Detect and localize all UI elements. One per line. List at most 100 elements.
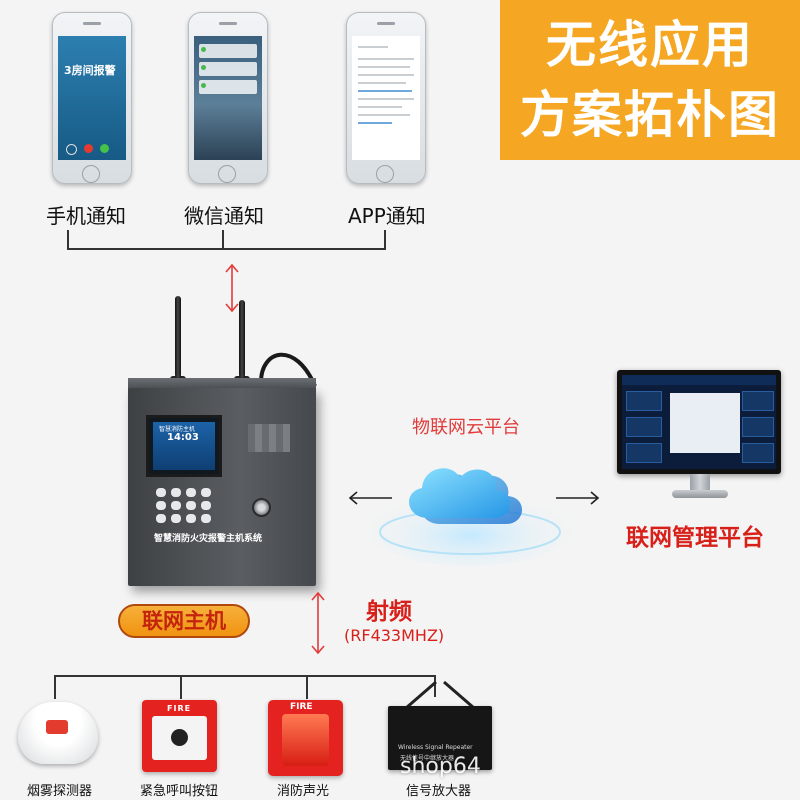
label-signal-repeater: 信号放大器: [406, 780, 471, 799]
keypad-key: [201, 514, 211, 523]
arrow-right-icon: [552, 488, 602, 508]
monitor-panel: [742, 391, 774, 411]
phone-wechat-screen: [194, 36, 262, 160]
keypad-key: [171, 488, 181, 497]
repeater-antenna-icon: [398, 676, 482, 710]
wechat-icon: [201, 47, 206, 52]
banner-title-line2: 方案拓朴图: [500, 90, 800, 140]
app-message-line: [358, 46, 388, 48]
keypad-key: [171, 514, 181, 523]
phone-speaker: [377, 22, 395, 25]
double-arrow-icon: [308, 590, 328, 656]
monitor-panel: [742, 443, 774, 463]
keypad-key: [156, 514, 166, 523]
host-label-tag: 联网主机: [118, 604, 250, 638]
call-mute-icon: [66, 144, 77, 155]
antenna: [175, 296, 181, 378]
call-accept-icon: [100, 144, 109, 153]
app-message-link: [358, 90, 412, 92]
app-message-line: [358, 66, 410, 68]
label-wechat-notification: 微信通知: [184, 200, 264, 229]
phone-home-button: [376, 165, 394, 183]
smoke-detector-indicator: [46, 720, 68, 734]
phone-app-screen: [352, 36, 420, 160]
keypad-key: [201, 501, 211, 510]
smoke-detector: [18, 702, 98, 764]
host-panel-title: 智慧消防火灾报警主机系统: [154, 531, 262, 544]
strobe-fire-text: FIRE: [290, 702, 313, 712]
key-lock-icon: [252, 498, 271, 517]
wechat-notification-card: [199, 44, 257, 58]
keypad-key: [156, 501, 166, 510]
call-decline-icon: [84, 144, 93, 153]
keypad-key: [186, 488, 196, 497]
app-message-line: [358, 98, 414, 100]
monitor-map: [670, 393, 740, 453]
callpoint-glass: [152, 716, 207, 760]
label-app-notification: APP通知: [348, 200, 426, 229]
networked-host-panel: 智慧消防主机 14:03 智慧消防火灾报警主机系统: [128, 388, 316, 586]
wechat-notification-card: [199, 62, 257, 76]
host-display: 智慧消防主机 14:03: [146, 415, 222, 477]
callpoint-fire-text: FIRE: [167, 704, 191, 713]
label-emergency-button: 紧急呼叫按钮: [140, 780, 218, 799]
app-message-line: [358, 82, 406, 84]
banner-title-line1: 无线应用: [500, 20, 800, 70]
strobe-lens: [282, 714, 329, 766]
phone-call-notification: 3房间报警: [52, 12, 132, 184]
watermark: shop64: [400, 754, 481, 779]
phone-speaker: [219, 22, 237, 25]
host-display-time: 14:03: [167, 432, 199, 443]
label-fire-strobe: 消防声光: [277, 780, 329, 799]
fire-strobe-siren: FIRE: [268, 700, 343, 776]
app-message-line: [358, 106, 402, 108]
monitor-screen: [622, 375, 776, 469]
monitor-panel: [742, 417, 774, 437]
app-message-line: [358, 74, 414, 76]
label-smoke-detector: 烟雾探测器: [27, 780, 92, 799]
connector-line: [54, 675, 436, 677]
monitor-panel: [626, 391, 662, 411]
rf-frequency: (RF433MHZ): [344, 626, 444, 645]
connector-line: [222, 230, 224, 250]
connector-line: [67, 248, 386, 250]
monitor-stand-foot: [672, 490, 728, 498]
keypad-key: [186, 501, 196, 510]
repeater-english-label: Wireless Signal Repeater: [398, 744, 473, 751]
host-display-inner: 智慧消防主机 14:03: [153, 422, 215, 470]
keypad-key: [156, 488, 166, 497]
wechat-icon: [201, 65, 206, 70]
wechat-icon: [201, 83, 206, 88]
antenna: [239, 300, 245, 378]
app-message-link: [358, 122, 392, 124]
connector-line: [180, 675, 182, 699]
arrow-left-icon: [346, 488, 396, 508]
title-banner: 无线应用 方案拓朴图: [500, 0, 800, 160]
keypad-key: [171, 501, 181, 510]
keypad-key: [186, 514, 196, 523]
phone-app-notification: [346, 12, 426, 184]
connector-line: [384, 230, 386, 250]
connector-line: [306, 675, 308, 699]
phone-call-screen: 3房间报警: [58, 36, 126, 160]
phone-home-button: [218, 165, 236, 183]
monitor-panel: [626, 443, 662, 463]
phone-speaker: [83, 22, 101, 25]
call-screen-text: 3房间报警: [64, 62, 116, 78]
app-message-line: [358, 58, 414, 60]
callpoint-press-icon: [171, 729, 188, 746]
emergency-call-button: FIRE: [142, 700, 217, 772]
management-platform-label: 联网管理平台: [626, 518, 764, 552]
rf-title: 射频: [366, 592, 412, 626]
label-phone-notification: 手机通知: [46, 200, 126, 229]
host-logo-blurred: [248, 424, 290, 452]
phone-wechat-notification: [188, 12, 268, 184]
management-monitor: [617, 370, 781, 474]
keypad-key: [201, 488, 211, 497]
monitor-header-bar: [622, 375, 776, 385]
wechat-notification-card: [199, 80, 257, 94]
connector-line: [54, 675, 56, 699]
app-message-line: [358, 114, 410, 116]
phone-home-button: [82, 165, 100, 183]
connector-line: [67, 230, 69, 250]
